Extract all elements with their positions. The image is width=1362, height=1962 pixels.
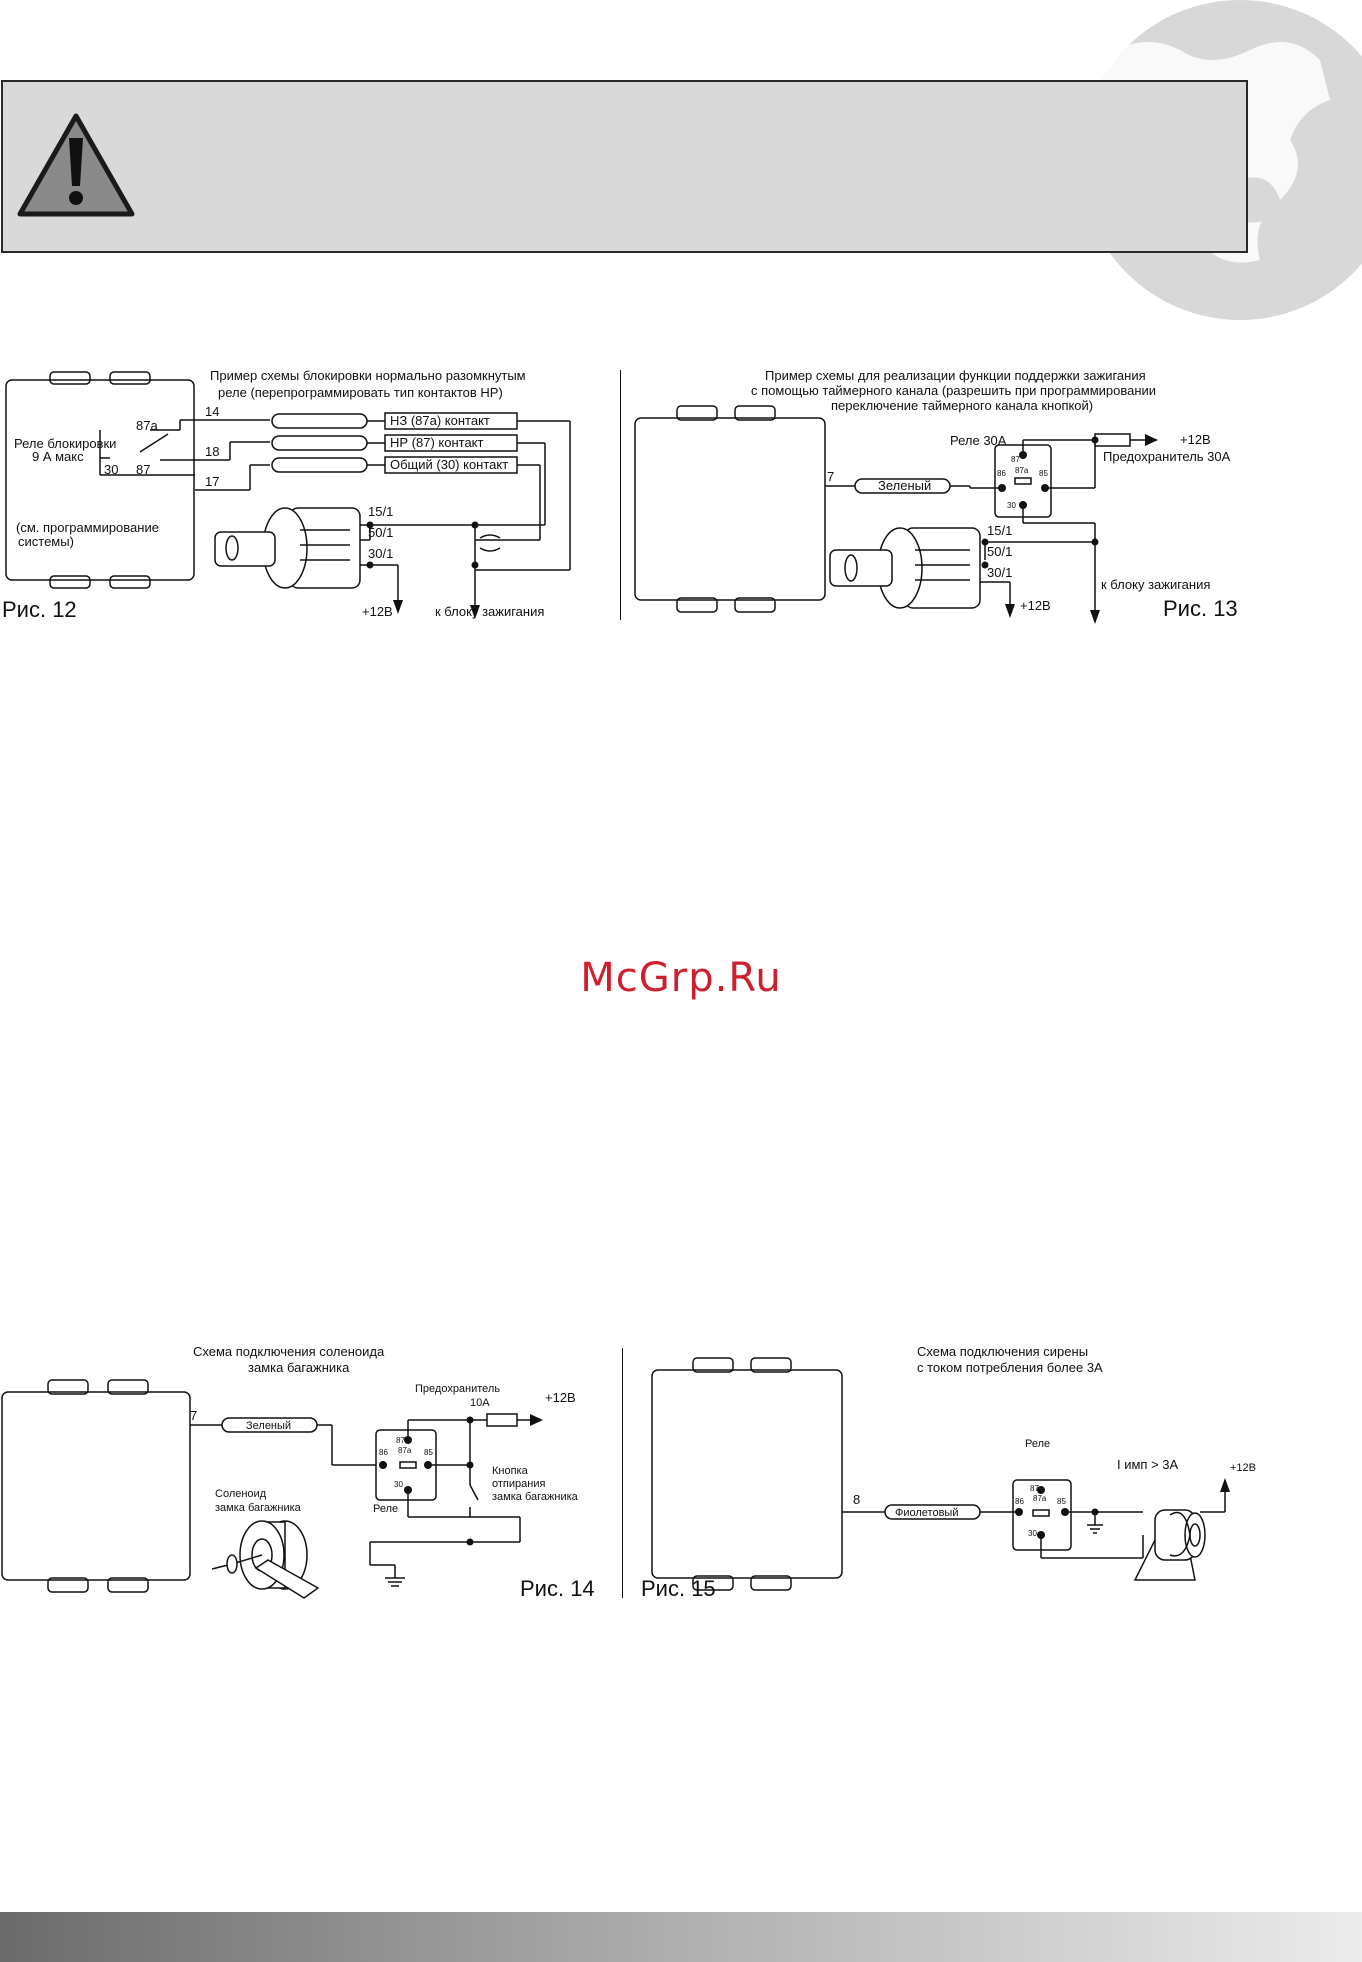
- fig13-switch-50: 50/1: [987, 544, 1012, 559]
- fig15-plus12: +12В: [1230, 1462, 1256, 1474]
- fig15-pin-87: 87: [1030, 1484, 1039, 1493]
- fig15-caption: Рис. 15: [641, 1576, 716, 1601]
- fig12-note-1: (см. программирование: [16, 520, 159, 535]
- fig15-pin-30: 30: [1028, 1529, 1037, 1538]
- fig15-wire-color: Фиолетовый: [895, 1507, 958, 1519]
- fig12-switch-15: 15/1: [368, 504, 393, 519]
- fig14-pin-87a: 87a: [398, 1446, 412, 1455]
- fig13-title-3: переключение таймерного канала кнопкой): [831, 398, 1093, 413]
- fig13-pin-87a: 87a: [1015, 466, 1029, 475]
- fig14-button-1: Кнопка: [492, 1465, 529, 1477]
- fig14-solenoid-1: Соленоид: [215, 1488, 267, 1500]
- fig13-title-1: Пример схемы для реализации функции подд…: [765, 368, 1146, 383]
- warning-box: [1, 80, 1248, 253]
- fig13-pin-87: 87: [1011, 455, 1020, 464]
- fig15-title-2: с током потребления более 3А: [917, 1360, 1103, 1375]
- watermark: McGrp.Ru: [580, 955, 782, 1001]
- fig14-title-1: Схема подключения соленоида: [193, 1344, 385, 1359]
- fig12-title-1: Пример схемы блокировки нормально разомк…: [210, 368, 526, 383]
- fig13-to-ignition: к блоку зажигания: [1101, 577, 1210, 592]
- fig14-button-3: замка багажника: [492, 1491, 579, 1503]
- fig14-solenoid-2: замка багажника: [215, 1502, 302, 1514]
- fig13-pin-85: 85: [1039, 469, 1048, 478]
- fig14-pin-30: 30: [394, 1480, 403, 1489]
- fig12-title-2: реле (перепрограммировать тип контактов …: [218, 385, 503, 400]
- fig12-plus12: +12В: [362, 604, 393, 619]
- figure-15-diagram: Схема подключения сирены с током потребл…: [641, 1344, 1256, 1601]
- fig12-pin-87: 87: [136, 462, 150, 477]
- fig13-caption: Рис. 13: [1163, 596, 1238, 621]
- fig12-switch-50: 50/1: [368, 525, 393, 540]
- fig13-pin-30: 30: [1007, 501, 1016, 510]
- fig12-wire-17: 17: [205, 474, 219, 489]
- divider-bottom: [622, 1348, 623, 1598]
- fig14-fuse-2: 10А: [470, 1397, 490, 1409]
- fig12-note-2: системы): [18, 534, 74, 549]
- divider-top: [620, 370, 621, 620]
- fig14-wire-7: 7: [190, 1408, 197, 1423]
- fig15-relay: Реле: [1025, 1438, 1050, 1450]
- fig14-relay: Реле: [373, 1503, 398, 1515]
- fig14-plus12: +12В: [545, 1390, 576, 1405]
- fig15-title-1: Схема подключения сирены: [917, 1344, 1088, 1359]
- fig13-plus12-top: +12В: [1180, 432, 1211, 447]
- footer-bar: [0, 1912, 1362, 1962]
- fig15-pin-87a: 87a: [1033, 1494, 1047, 1503]
- fig14-pin-86: 86: [379, 1448, 388, 1457]
- fig15-wire-8: 8: [853, 1492, 860, 1507]
- figure-14-diagram: Схема подключения соленоида замка багажн…: [1, 1344, 595, 1601]
- fig13-relay: Реле 30А: [950, 433, 1007, 448]
- fig14-caption: Рис. 14: [520, 1576, 595, 1601]
- fig12-caption: Рис. 12: [2, 597, 77, 622]
- fig12-wire-14: 14: [205, 404, 219, 419]
- fig12-contact-no: НР (87) контакт: [390, 435, 484, 450]
- figure-13-diagram: Пример схемы для реализации функции подд…: [634, 368, 1238, 624]
- fig13-switch-30: 30/1: [987, 565, 1012, 580]
- fig12-contact-common: Общий (30) контакт: [390, 457, 508, 472]
- fig14-pin-87: 87: [396, 1436, 405, 1445]
- fig13-plus12: +12В: [1020, 598, 1051, 613]
- fig12-switch-30: 30/1: [368, 546, 393, 561]
- fig15-pin-86: 86: [1015, 1497, 1024, 1506]
- fig15-pin-85: 85: [1057, 1497, 1066, 1506]
- fig13-wire-color: Зеленый: [878, 478, 931, 493]
- fig12-pin-30: 30: [104, 462, 118, 477]
- fig13-wire-7: 7: [827, 469, 834, 484]
- fig12-pin-87a: 87a: [136, 418, 158, 433]
- fig12-wire-18: 18: [205, 444, 219, 459]
- fig12-relay-label-1: Реле блокировки: [14, 436, 116, 451]
- fig13-title-2: с помощью таймерного канала (разрешить п…: [751, 383, 1156, 398]
- fig14-pin-85: 85: [424, 1448, 433, 1457]
- fig14-wire-color: Зеленый: [246, 1420, 291, 1432]
- warning-icon: [17, 113, 135, 217]
- fig12-relay-label-2: 9 А макс: [32, 449, 84, 464]
- fig13-switch-15: 15/1: [987, 523, 1012, 538]
- fig13-fuse: Предохранитель 30А: [1103, 449, 1231, 464]
- fig12-to-ignition: к блоку зажигания: [435, 604, 544, 619]
- fig13-pin-86: 86: [997, 469, 1006, 478]
- fig14-button-2: отпирания: [492, 1478, 545, 1490]
- fig12-contact-nc: НЗ (87а) контакт: [390, 413, 490, 428]
- figure-12-diagram: Пример схемы блокировки нормально разомк…: [2, 368, 571, 622]
- fig14-title-2: замка багажника: [248, 1360, 350, 1375]
- fig15-current: I имп > 3А: [1117, 1457, 1179, 1472]
- fig14-fuse-1: Предохранитель: [415, 1383, 500, 1395]
